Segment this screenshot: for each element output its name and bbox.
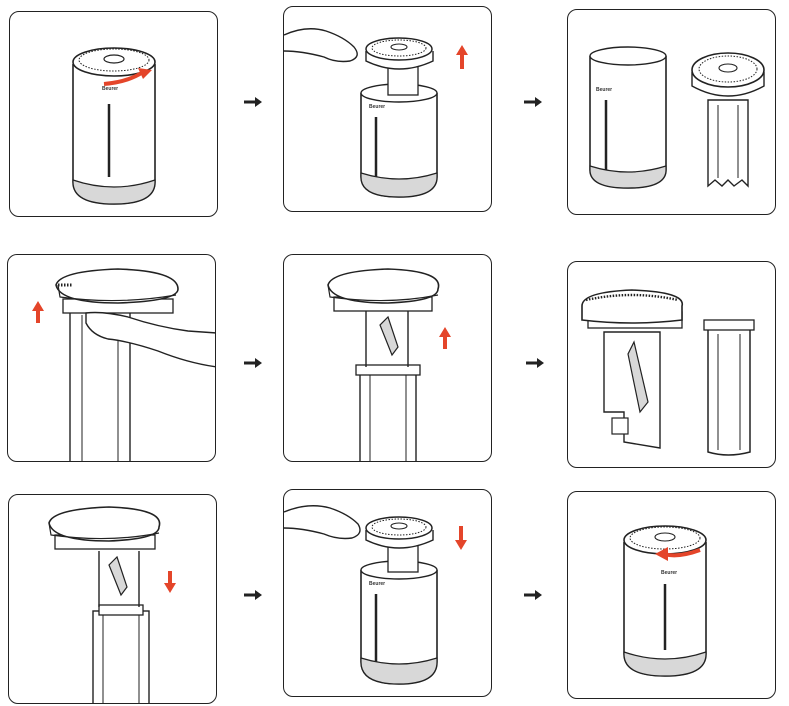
purifier-rotate-lid-back-illustration: Beurer [568,492,776,699]
next-step-arrow [244,355,262,365]
step-9-panel: Beurer [567,491,776,699]
brand-label: Beurer [369,104,385,110]
lift-lid-out-illustration: Beurer [284,7,492,212]
step-5-panel [283,254,492,462]
step-1-panel: Beurer [9,11,218,217]
purifier-rotate-lid-illustration: Beurer [10,12,218,217]
brand-label: Beurer [102,86,118,92]
pull-filter-up-illustration [284,255,492,462]
step-4-panel [7,254,216,462]
insert-filter-down-illustration [9,495,217,704]
filter-removed-illustration [568,262,776,468]
next-step-arrow [244,587,262,597]
up-arrow [439,327,451,349]
separated-parts-illustration: Beurer [568,10,776,215]
lower-into-housing-illustration: Beurer [284,490,492,697]
step-8-panel: Beurer [283,489,492,697]
next-step-arrow [244,94,262,104]
step-3-panel: Beurer [567,9,776,215]
down-arrow [455,526,467,550]
lift-lid-from-filter-illustration [8,255,216,462]
brand-label: Beurer [596,87,612,93]
down-arrow [164,571,176,593]
step-7-panel [8,494,217,704]
next-step-arrow [524,587,542,597]
next-step-arrow [526,355,544,365]
brand-label: Beurer [369,581,385,587]
next-step-arrow [524,94,542,104]
brand-label: Beurer [661,570,677,576]
step-6-panel [567,261,776,468]
up-arrow [456,45,468,69]
up-arrow [32,301,44,323]
step-2-panel: Beurer [283,6,492,212]
